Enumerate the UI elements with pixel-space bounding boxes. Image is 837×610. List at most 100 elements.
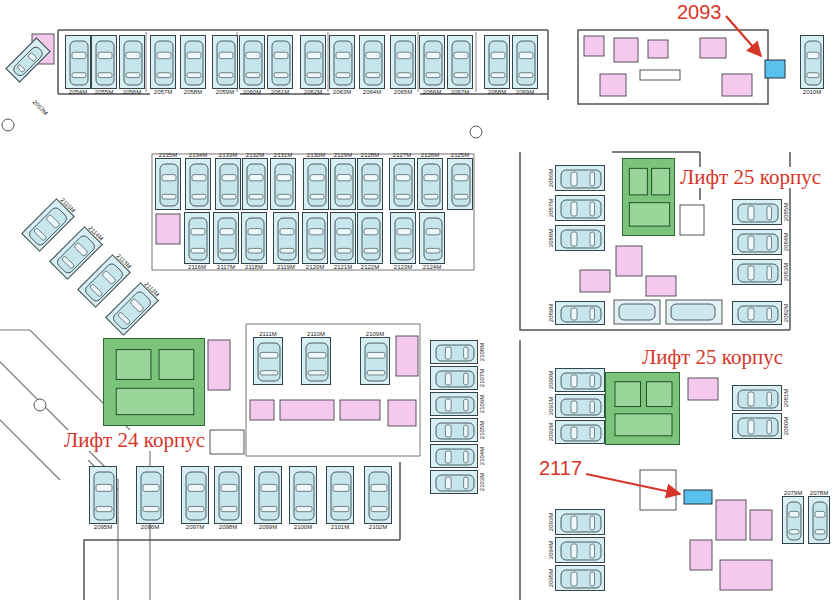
car-drawing [303, 213, 329, 265]
car-window [309, 248, 323, 253]
car [561, 514, 601, 532]
parking-space: 2099М [254, 466, 282, 524]
car-window [310, 194, 324, 199]
car-drawing [418, 159, 444, 211]
elevator-shaft [652, 168, 670, 195]
space-number: 2055М [95, 89, 113, 95]
car-body [306, 343, 328, 381]
car-window [221, 506, 237, 511]
room [600, 74, 626, 96]
car-window [571, 308, 577, 320]
parking-space: 2107М [430, 366, 478, 390]
parking-space: 2064М [359, 35, 385, 89]
car-window [333, 506, 349, 511]
car [561, 306, 601, 322]
car-window [426, 52, 440, 58]
parking-space: 2130М [303, 158, 329, 210]
parking-space: 2082М [732, 301, 782, 325]
car-window [192, 175, 206, 181]
car-drawing [92, 36, 118, 90]
car-drawing [156, 159, 182, 211]
parking-space [666, 300, 722, 324]
car-drawing [556, 510, 606, 536]
wall [152, 154, 474, 270]
space-number: 2109М [366, 331, 384, 337]
lift-drawing [606, 373, 681, 446]
parking-space [614, 300, 660, 324]
elevator-shaft [159, 350, 194, 380]
car-drawing [151, 36, 177, 90]
car-drawing [240, 36, 266, 90]
car [813, 502, 827, 540]
parking-space: 2109М [360, 337, 390, 385]
car-window [445, 425, 451, 437]
car-body [452, 41, 470, 85]
parking-space: 2122М [357, 212, 383, 264]
car-body [738, 306, 778, 322]
elevator-shafts [116, 350, 194, 415]
car [671, 304, 715, 320]
car-body [246, 218, 264, 260]
car-body [189, 218, 207, 260]
car-window [74, 242, 88, 256]
car-window [445, 347, 451, 359]
parking-space: 2129М [330, 158, 356, 210]
parking-space: 2081М [732, 385, 782, 411]
car-body [335, 164, 353, 206]
column-mark [470, 126, 482, 138]
car-drawing [274, 213, 300, 265]
parking-space: 2078М [808, 496, 830, 544]
car-body [561, 306, 601, 322]
car [452, 164, 470, 206]
space-number: 2125М [451, 152, 469, 158]
car-window [454, 52, 468, 58]
car-body [219, 472, 239, 520]
parking-space: 2063М [329, 35, 355, 89]
space-number: 2119М [277, 264, 295, 270]
lift-area: Лифт 24 корпус [103, 338, 205, 426]
parking-space: 2108М [430, 340, 478, 364]
car-drawing [301, 36, 327, 90]
car-drawing [556, 395, 606, 419]
car [787, 502, 801, 540]
parking-space: 2125М [447, 158, 473, 210]
space-number: 2099М [259, 524, 277, 530]
car [111, 290, 152, 331]
car [561, 200, 601, 218]
car-window [220, 248, 234, 253]
car [436, 423, 474, 439]
elevator-shafts [615, 382, 672, 436]
car [124, 41, 142, 85]
space-number: 2057М [154, 89, 172, 95]
elevator-shaft [615, 414, 672, 436]
space-number: 2130М [307, 152, 325, 158]
car-window [157, 52, 171, 58]
car-window [748, 392, 754, 406]
car-window [571, 516, 577, 530]
column-mark [34, 399, 46, 411]
car-window [454, 73, 468, 78]
car-body [436, 475, 474, 491]
car-window [222, 194, 236, 199]
room [722, 74, 752, 96]
car-window [337, 229, 351, 235]
car-window [221, 484, 237, 491]
space-number: 2054М [69, 89, 87, 95]
car-drawing [66, 36, 92, 90]
space-number: 2082М [783, 304, 789, 322]
lift-drawing [623, 159, 676, 237]
car-window [748, 266, 754, 280]
car-window [767, 420, 772, 434]
space-number: 2105М [479, 421, 485, 439]
car [308, 164, 326, 206]
corridor [210, 430, 244, 454]
room [156, 214, 180, 244]
corridor [640, 70, 680, 80]
car-window [445, 451, 451, 463]
car-drawing [809, 497, 831, 545]
car-body [452, 164, 470, 206]
elevator-shaft [647, 382, 673, 407]
parking-space: 2055М [91, 35, 117, 89]
car-window [337, 194, 351, 199]
car-window [296, 484, 312, 491]
